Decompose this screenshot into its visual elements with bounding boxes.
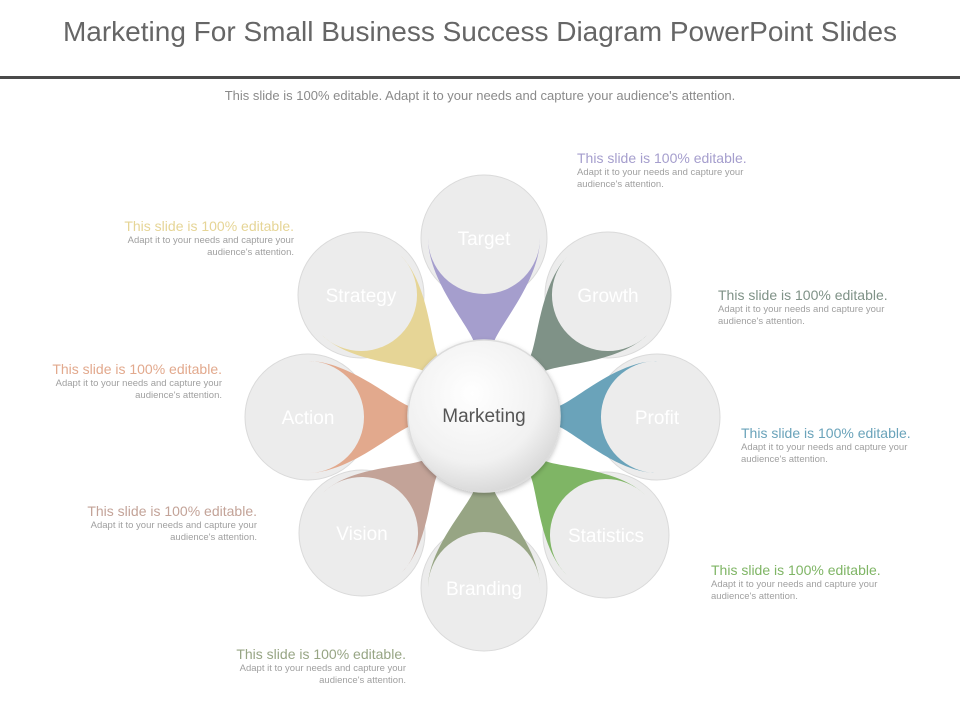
petal-shape bbox=[527, 254, 648, 374]
petal-action: Action bbox=[244, 353, 415, 481]
center-hub: Marketing bbox=[407, 339, 561, 493]
note-body: Adapt it to your needs and capture your … bbox=[127, 235, 294, 258]
note-heading: This slide is 100% editable. bbox=[124, 218, 294, 234]
note-heading: This slide is 100% editable. bbox=[52, 361, 222, 377]
petal-shape bbox=[428, 486, 540, 588]
note-heading: This slide is 100% editable. bbox=[577, 150, 747, 166]
petal-label: Vision bbox=[336, 524, 387, 545]
petal-label: Statistics bbox=[568, 526, 644, 547]
petal-label: Target bbox=[458, 229, 512, 250]
note-body: Adapt it to your needs and capture your … bbox=[741, 442, 908, 465]
petal-growth: Growth bbox=[527, 231, 672, 374]
petal-ring bbox=[298, 469, 426, 597]
note-heading: This slide is 100% editable. bbox=[236, 646, 406, 662]
note-vision: This slide is 100% editable. Adapt it to… bbox=[57, 503, 257, 544]
note-body: Adapt it to your needs and capture your … bbox=[577, 167, 744, 190]
note-target: This slide is 100% editable. Adapt it to… bbox=[577, 150, 777, 191]
note-body: Adapt it to your needs and capture your … bbox=[711, 579, 878, 602]
petal-shape bbox=[323, 457, 440, 574]
petal-profit: Profit bbox=[553, 353, 721, 481]
petal-shape bbox=[321, 255, 441, 374]
petal-shape bbox=[428, 238, 540, 346]
petal-label: Action bbox=[282, 408, 335, 429]
note-growth: This slide is 100% editable. Adapt it to… bbox=[718, 287, 918, 328]
note-body: Adapt it to your needs and capture your … bbox=[718, 304, 885, 327]
petal-shape bbox=[527, 458, 646, 576]
petal-statistics: Statistics bbox=[527, 458, 670, 599]
petal-label: Branding bbox=[446, 579, 522, 600]
petal-ring bbox=[544, 231, 672, 359]
note-action: This slide is 100% editable. Adapt it to… bbox=[22, 361, 222, 402]
petal-shape bbox=[307, 360, 415, 473]
note-heading: This slide is 100% editable. bbox=[741, 425, 911, 441]
note-heading: This slide is 100% editable. bbox=[87, 503, 257, 519]
note-body: Adapt it to your needs and capture your … bbox=[90, 520, 257, 543]
petal-ring bbox=[542, 471, 670, 599]
slide-title: Marketing For Small Business Success Dia… bbox=[62, 16, 898, 47]
note-branding: This slide is 100% editable. Adapt it to… bbox=[206, 646, 406, 687]
petal-branding: Branding bbox=[420, 486, 548, 652]
note-strategy: This slide is 100% editable. Adapt it to… bbox=[94, 218, 294, 259]
petal-ring bbox=[297, 231, 425, 359]
center-hub-circle bbox=[407, 339, 561, 493]
petal-strategy: Strategy bbox=[297, 231, 441, 374]
note-heading: This slide is 100% editable. bbox=[711, 562, 881, 578]
center-label: Marketing bbox=[442, 406, 525, 427]
petal-label: Growth bbox=[577, 286, 638, 307]
slide-subtitle: This slide is 100% editable. Adapt it to… bbox=[224, 88, 736, 103]
note-body: Adapt it to your needs and capture your … bbox=[55, 378, 222, 401]
title-divider bbox=[0, 76, 960, 79]
note-statistics: This slide is 100% editable. Adapt it to… bbox=[711, 562, 911, 603]
note-profit: This slide is 100% editable. Adapt it to… bbox=[741, 425, 941, 466]
petal-vision: Vision bbox=[298, 457, 440, 597]
petal-label: Strategy bbox=[326, 286, 397, 307]
petal-target: Target bbox=[420, 174, 548, 346]
petal-shape bbox=[553, 360, 658, 473]
petal-label: Profit bbox=[635, 408, 680, 429]
note-body: Adapt it to your needs and capture your … bbox=[239, 663, 406, 686]
note-heading: This slide is 100% editable. bbox=[718, 287, 888, 303]
